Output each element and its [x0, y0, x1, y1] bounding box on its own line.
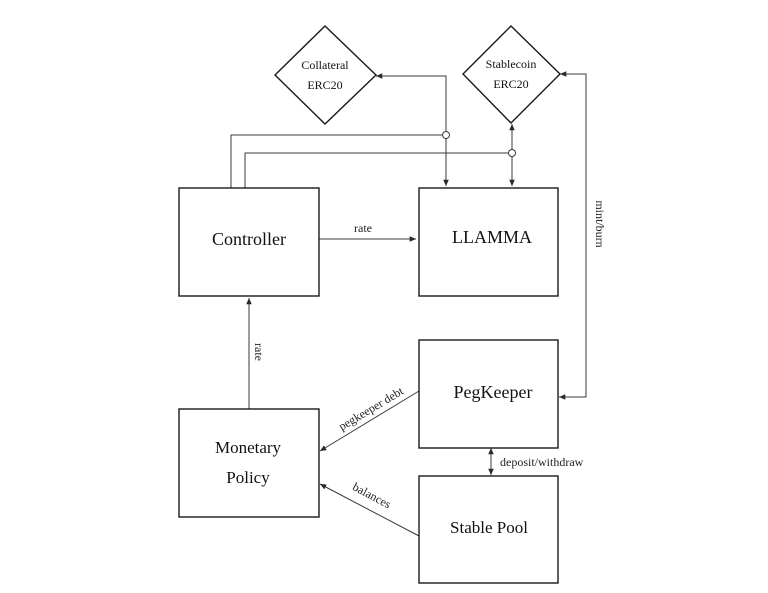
stablecoin-label-line1: Stablecoin	[486, 57, 537, 71]
stablecoin-label-line2: ERC20	[493, 77, 528, 91]
stable-pool-label: Stable Pool	[450, 518, 528, 537]
edge-pegkeeper-debt	[319, 390, 420, 452]
edge-label-controller-llamma: rate	[354, 221, 372, 235]
connectors	[230, 71, 587, 537]
node-collateral-erc20[interactable]: Collateral ERC20	[273, 25, 378, 125]
node-stablecoin-erc20[interactable]: Stablecoin ERC20	[462, 25, 561, 124]
collateral-label-line1: Collateral	[301, 58, 349, 72]
llamma-label: LLAMMA	[452, 227, 532, 247]
edge-controller-stablecoin	[244, 124, 515, 188]
controller-label: Controller	[212, 229, 286, 249]
edge-balances	[319, 483, 420, 537]
node-llamma[interactable]: LLAMMA	[418, 187, 559, 297]
edge-label-policy-controller: rate	[252, 343, 266, 361]
collateral-label-line2: ERC20	[307, 78, 342, 92]
junction-collateral	[442, 131, 450, 139]
node-monetary-policy[interactable]: Monetary Policy	[178, 408, 320, 518]
pegkeeper-label: PegKeeper	[454, 382, 533, 402]
edge-mint-burn	[559, 71, 587, 400]
junction-stablecoin	[508, 149, 516, 157]
edge-label-pegkeeper-debt: pegkeeper debt	[336, 383, 406, 433]
edge-label-mint-burn: mint/burn	[593, 200, 607, 247]
edge-label-balances: balances	[350, 480, 393, 512]
node-controller[interactable]: Controller	[178, 187, 320, 297]
edge-label-deposit-withdraw: deposit/withdraw	[500, 455, 584, 469]
monetary-policy-label-line2: Policy	[226, 468, 270, 487]
node-pegkeeper[interactable]: PegKeeper	[418, 339, 559, 449]
monetary-policy-label-line1: Monetary	[215, 438, 282, 457]
node-stable-pool[interactable]: Stable Pool	[418, 475, 559, 584]
